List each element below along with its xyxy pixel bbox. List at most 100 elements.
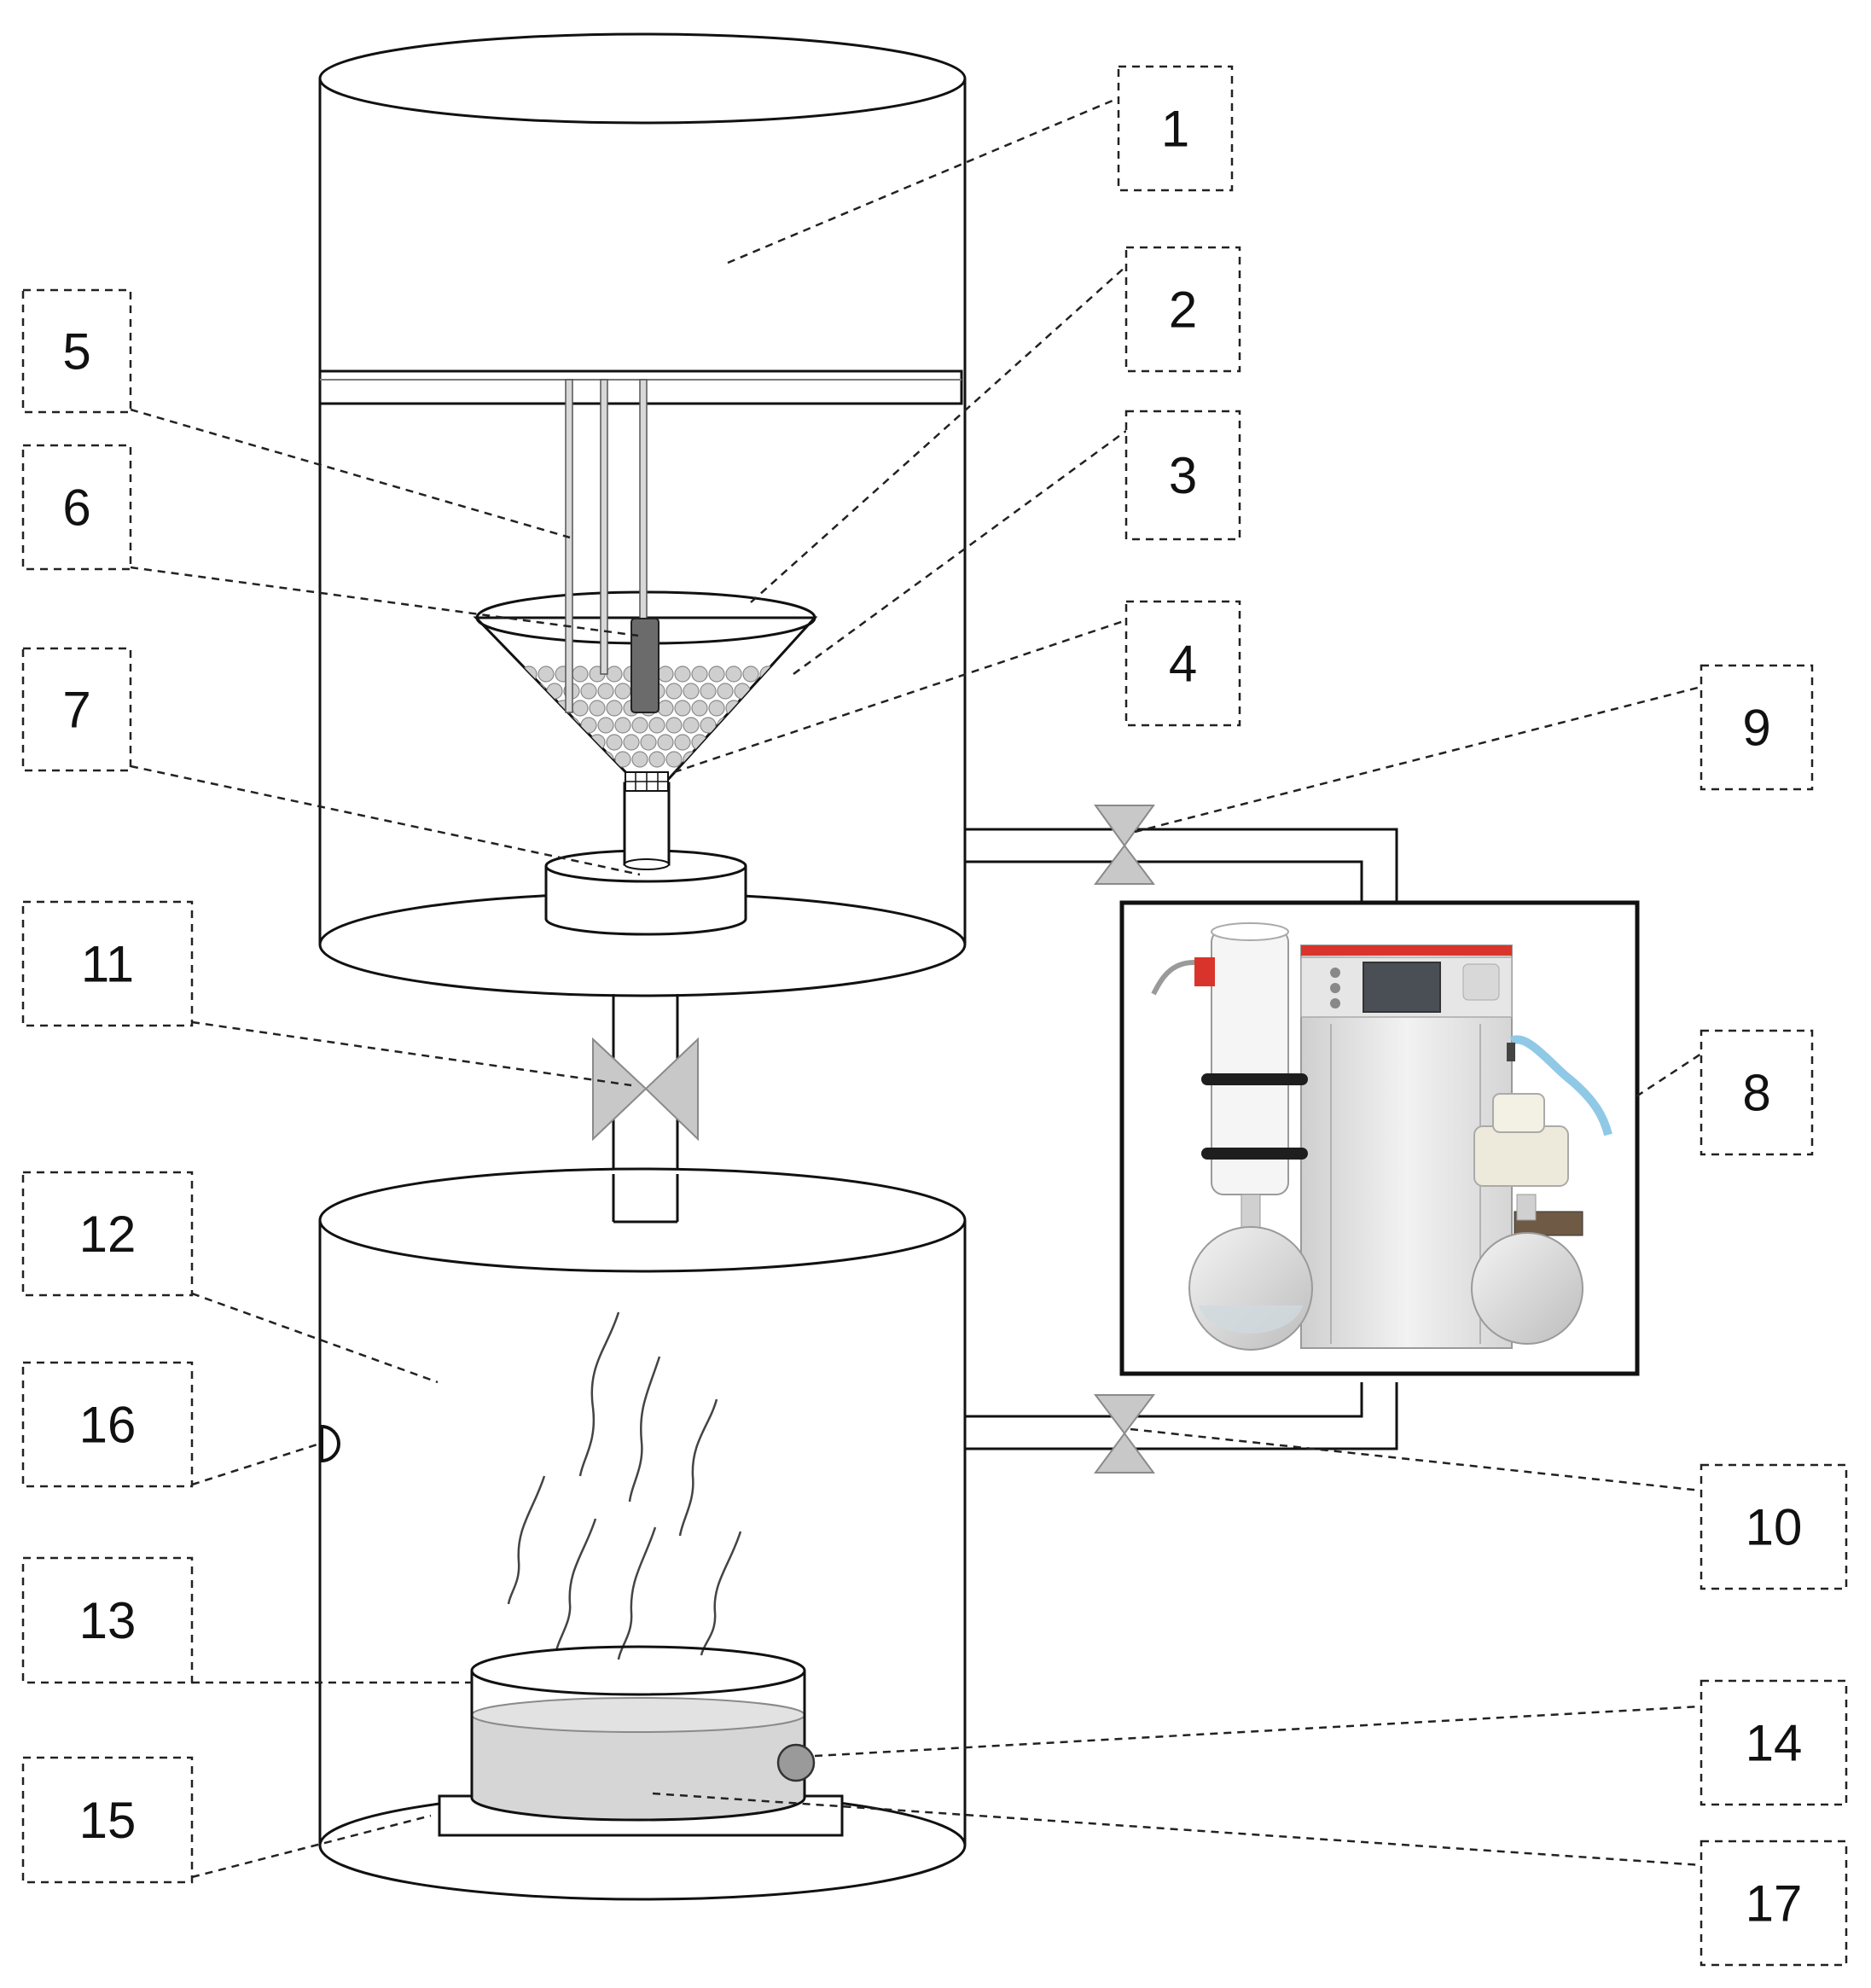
bead: [717, 717, 734, 734]
vacuum-line-upper: [965, 828, 1398, 904]
bead: [708, 666, 725, 683]
callout-box: [21, 647, 132, 772]
callout-number: 17: [1746, 1875, 1803, 1933]
callout-box: [21, 288, 132, 414]
callout-number: 7: [62, 682, 90, 739]
bead: [717, 683, 734, 700]
callout-number: 13: [79, 1592, 137, 1649]
valve-11[interactable]: [592, 1037, 699, 1142]
callout-8: 8: [1700, 1029, 1814, 1156]
callout-11: 11: [21, 900, 194, 1027]
bead: [580, 751, 597, 768]
bead: [751, 717, 768, 734]
callout-number: 11: [81, 936, 134, 993]
bead: [614, 717, 631, 734]
callout-box: [1700, 664, 1814, 791]
bead: [555, 734, 572, 751]
bead: [691, 666, 708, 683]
callout-box: [1700, 1463, 1848, 1590]
bead: [589, 734, 606, 751]
leader-lines: [130, 96, 1702, 1879]
callout-number: 15: [79, 1792, 137, 1849]
callout-number: 5: [62, 323, 90, 381]
callout-2: 2: [1124, 246, 1241, 373]
bead: [648, 717, 665, 734]
bead: [776, 700, 793, 717]
callout-12: 12: [21, 1171, 194, 1297]
callout-number: 12: [79, 1206, 137, 1263]
callout-number: 16: [79, 1397, 137, 1454]
sample-holder-base: [544, 782, 747, 936]
callout-box: [21, 900, 194, 1027]
callout-box: [21, 1171, 194, 1297]
bead: [683, 683, 700, 700]
callout-box: [1117, 65, 1234, 192]
bead: [580, 683, 597, 700]
bead: [503, 700, 520, 717]
bead: [572, 700, 589, 717]
bead: [734, 683, 751, 700]
bead: [742, 700, 759, 717]
vacuum-pump: [1119, 900, 1640, 1376]
thermocouple-rods: [565, 379, 648, 713]
callout-number: 3: [1169, 447, 1197, 504]
bead: [478, 717, 495, 734]
sensor-probe: [630, 618, 659, 713]
callout-box: [1124, 410, 1241, 541]
bead: [665, 683, 683, 700]
bead: [759, 734, 776, 751]
bead: [512, 717, 529, 734]
receiving-flask-right: [1471, 1232, 1583, 1345]
bead: [700, 683, 717, 700]
callout-6: 6: [21, 444, 132, 571]
bead: [776, 666, 793, 683]
bead: [674, 666, 691, 683]
callout-15: 15: [21, 1756, 194, 1884]
bead: [734, 751, 751, 768]
bead: [631, 751, 648, 768]
bead: [759, 700, 776, 717]
callout-17: 17: [1700, 1840, 1848, 1967]
callout-16: 16: [21, 1361, 194, 1488]
bead: [512, 683, 529, 700]
callout-3: 3: [1124, 410, 1241, 541]
callout-box: [1700, 1679, 1848, 1806]
bead: [734, 717, 751, 734]
callout-number: 10: [1746, 1499, 1803, 1556]
callout-1: 1: [1117, 65, 1234, 192]
bead: [563, 717, 580, 734]
bead: [529, 717, 546, 734]
bead: [546, 717, 563, 734]
bead: [478, 751, 495, 768]
bead: [495, 717, 512, 734]
bead: [503, 666, 520, 683]
bead: [606, 700, 623, 717]
bead: [606, 666, 623, 683]
bead: [785, 717, 802, 734]
callout-number: 2: [1169, 282, 1197, 339]
callout-box: [21, 1556, 194, 1684]
bead: [665, 751, 683, 768]
bead: [597, 683, 614, 700]
valve-9[interactable]: [1093, 805, 1156, 885]
callout-10: 10: [1700, 1463, 1848, 1590]
bead: [614, 751, 631, 768]
bead: [683, 717, 700, 734]
bead: [665, 717, 683, 734]
valve-10[interactable]: [1093, 1394, 1156, 1474]
bead: [793, 700, 811, 717]
bead: [580, 717, 597, 734]
bead: [572, 734, 589, 751]
bead: [759, 666, 776, 683]
bead: [520, 700, 537, 717]
bead: [520, 734, 537, 751]
callout-7: 7: [21, 647, 132, 772]
bead: [640, 734, 657, 751]
callout-4: 4: [1124, 600, 1241, 727]
bead: [674, 700, 691, 717]
bead: [691, 734, 708, 751]
callout-14: 14: [1700, 1679, 1848, 1806]
bead: [785, 683, 802, 700]
callout-box: [1700, 1840, 1848, 1967]
bead: [700, 717, 717, 734]
